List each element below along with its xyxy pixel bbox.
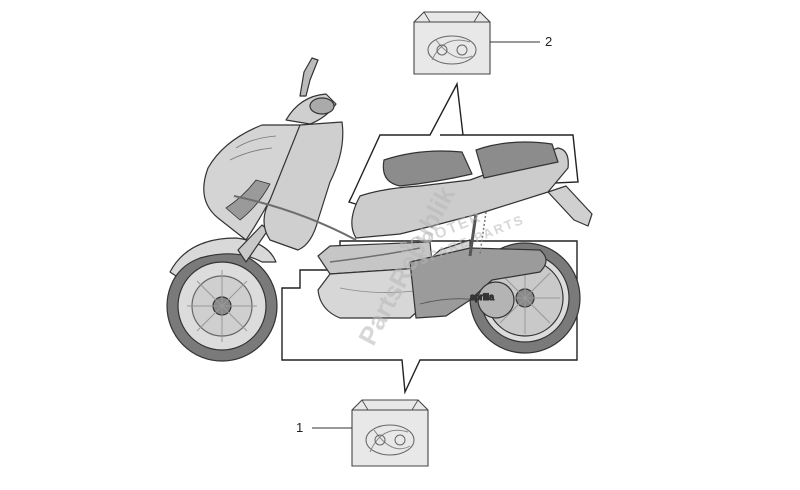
lower-detail-outline — [281, 240, 578, 395]
front-wheel — [166, 250, 278, 362]
engine-cover — [409, 247, 547, 319]
leg-shield — [263, 121, 344, 251]
scooter-illustration: aprilia — [166, 57, 593, 362]
seat — [382, 150, 473, 187]
callout-1: 1 — [296, 420, 303, 435]
upper-detail-outline — [348, 81, 579, 228]
seat-rear — [475, 141, 559, 179]
tail-light — [547, 185, 593, 227]
engine-decal-text: aprilia — [470, 292, 494, 302]
mirror — [299, 57, 319, 97]
decal-pack-1 — [351, 399, 429, 467]
decal-pack-2 — [413, 11, 491, 75]
callout-2: 2 — [545, 34, 552, 49]
